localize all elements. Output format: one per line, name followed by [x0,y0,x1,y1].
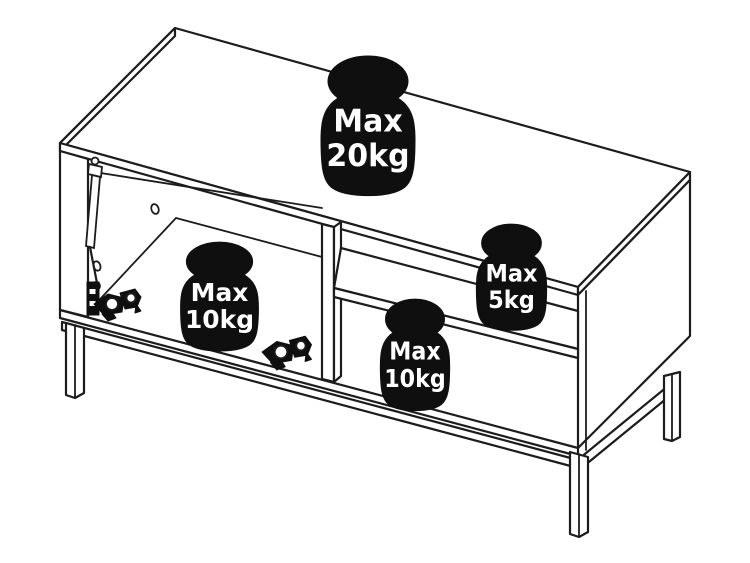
weight-label-line2: 10kg [185,305,254,334]
base-frame [60,320,682,539]
strut-cylinder [85,173,101,250]
weight-label-line1: Max [333,103,403,140]
front-rail [60,320,580,470]
divider-panel-side [332,220,343,384]
strut-top-cap [87,162,103,179]
strut-plate-slot [89,301,96,306]
weight-label-line2: 20kg [326,138,409,175]
weight-label-line2: 5kg [488,286,535,314]
floor-back-junction [175,217,323,258]
gas-strut [85,156,103,316]
left-panel-floor-junction [87,217,177,313]
weight-marker-bottom-10kg: Max 10kg [379,298,451,412]
strut-rod [88,245,99,285]
strut-plate-slot [89,289,96,294]
weight-marker-shelf-5kg: Max 5kg [475,223,548,331]
strut-bottom-plate [86,281,100,316]
ceiling-back-junction [87,170,323,209]
weight-label-line2: 10kg [384,364,446,394]
weight-marker-left-10kg: Max 10kg [180,241,259,352]
weight-label-line1: Max [485,260,537,288]
left-side-panel [58,149,90,319]
door-hinge-left [93,288,142,322]
shelf-pin-hole [150,203,160,215]
divider-panel-front [320,222,336,384]
strut-top-ball [90,156,100,166]
weight-label-line1: Max [389,336,440,366]
weight-marker-top-20kg: Max 20kg [320,55,416,197]
weight-label-line1: Max [191,278,249,307]
